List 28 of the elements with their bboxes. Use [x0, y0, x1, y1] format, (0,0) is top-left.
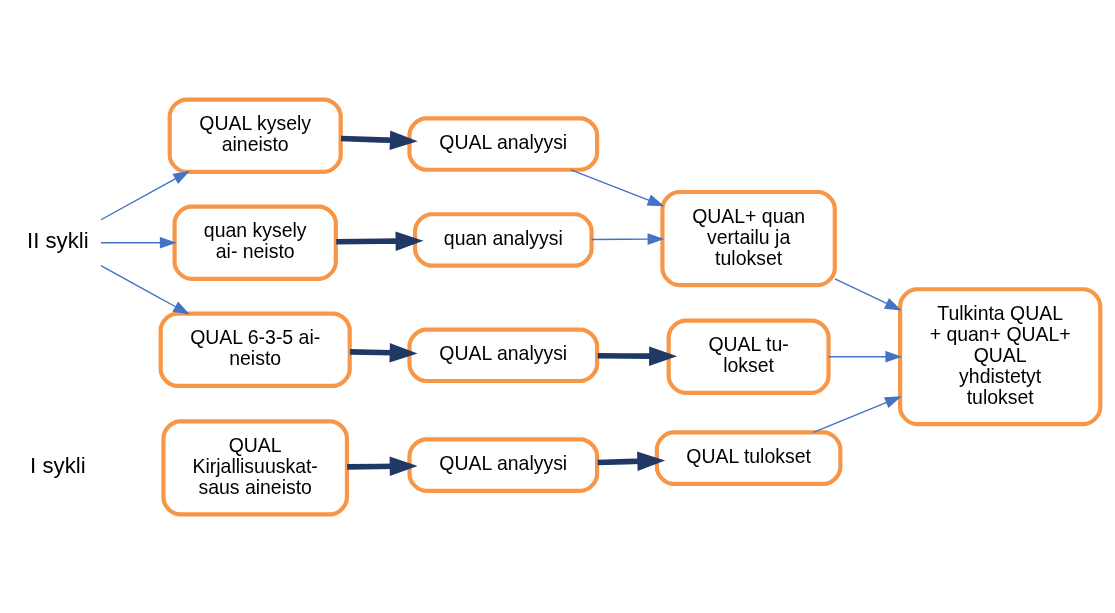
node-box: QUAL+ quan vertailu ja tulokset [660, 189, 837, 287]
arrow [100, 236, 177, 249]
node-box: QUAL tulokset [654, 429, 843, 486]
node-box: QUAL analyysi [407, 327, 600, 383]
arrow [834, 277, 902, 311]
node-box: quan analyysi [412, 211, 594, 268]
label: I sykli [30, 452, 86, 478]
arrow [340, 129, 418, 150]
node-text: II sykli [26, 227, 89, 253]
arrow [100, 264, 190, 315]
arrow [590, 232, 665, 245]
node-box: Tulkinta QUAL + quan+ QUAL+ QUAL yhdistetyt tulokset [898, 286, 1103, 426]
arrow [597, 345, 677, 366]
arrow [570, 168, 665, 206]
node-box: QUAL analyysi [407, 115, 600, 172]
arrow [347, 456, 418, 476]
arrow [349, 342, 418, 362]
node-box: QUAL analyysi [407, 436, 600, 493]
arrow [100, 170, 190, 220]
arrow [336, 230, 424, 251]
arrow [812, 395, 902, 433]
node-box: QUAL Kirjallisuuskat- saus aineisto [161, 418, 349, 517]
node-box: quan kysely ai- neisto [172, 204, 338, 281]
node-box: QUAL kysely aineisto [167, 96, 343, 174]
node-box: QUAL 6-3-5 ai- neisto [158, 311, 352, 388]
arrow [597, 451, 666, 471]
arrow [828, 350, 903, 363]
node-box: QUAL tu- lokset [666, 317, 831, 395]
